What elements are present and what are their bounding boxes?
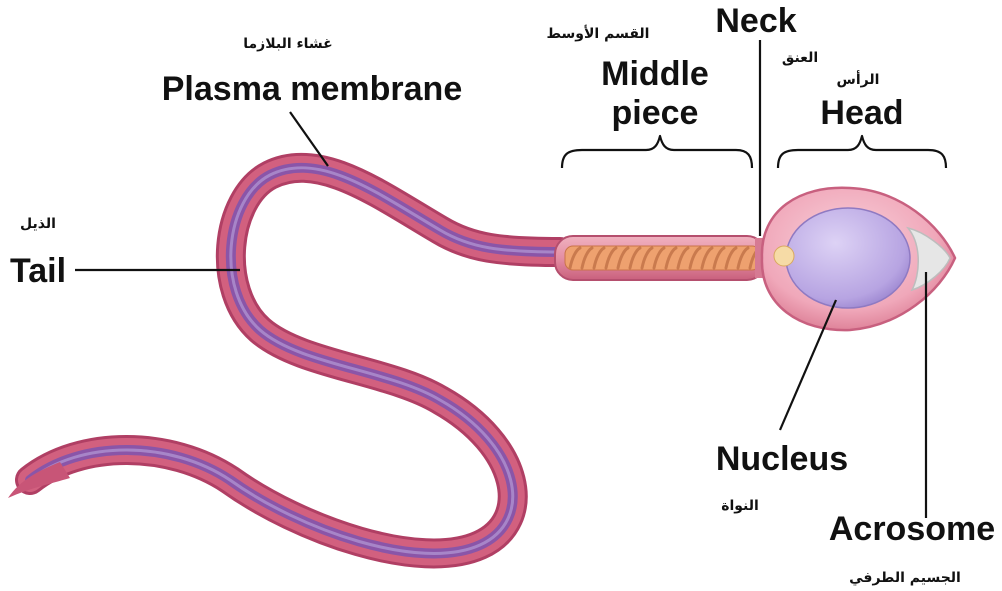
plasma-membrane-label: Plasma membrane	[162, 70, 463, 108]
centriole-dot	[774, 246, 794, 266]
acrosome-label: Acrosome	[829, 510, 995, 548]
tail-body	[30, 168, 560, 554]
middle-piece-label-ar: القسم الأوسط	[547, 25, 650, 42]
nucleus-label: Nucleus	[716, 440, 848, 478]
middle-piece-body	[555, 236, 765, 280]
head-label: Head	[820, 94, 903, 132]
middle-piece-label-line1: Middle	[601, 55, 709, 93]
nucleus-label-ar: النواة	[721, 498, 759, 514]
plasma-membrane-label-ar: غشاء البلازما	[243, 36, 332, 52]
head-label-ar: الرأس	[837, 70, 880, 88]
acrosome-label-ar: الجسيم الطرفي	[849, 570, 961, 586]
nucleus-shape	[786, 208, 910, 308]
neck-label-ar: العنق	[782, 50, 818, 66]
tail-label: Tail	[10, 252, 66, 290]
tail-label-ar: الذيل	[20, 216, 56, 232]
neck-label: Neck	[715, 2, 796, 40]
middle-piece-label-line2: piece	[612, 94, 699, 132]
middle-piece-brace	[562, 136, 752, 168]
head-brace	[778, 136, 946, 168]
